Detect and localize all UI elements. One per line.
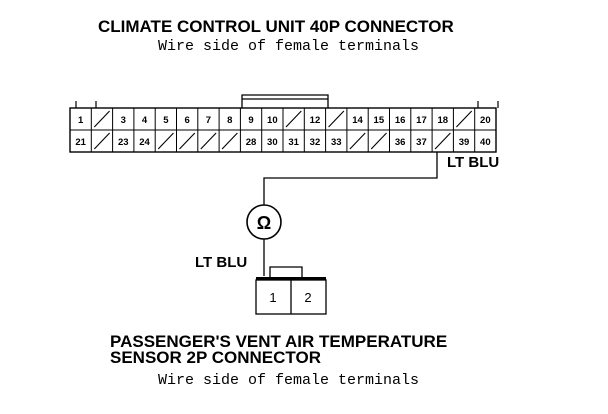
terminal-40: 40: [480, 137, 491, 148]
terminal-32: 32: [310, 137, 321, 148]
terminal-24: 24: [139, 137, 150, 148]
sensor-connector-subtitle: Wire side of female terminals: [158, 372, 420, 389]
terminal-18: 18: [437, 115, 448, 126]
svg-text:20: 20: [480, 115, 491, 126]
svg-text:17: 17: [416, 115, 427, 126]
empty-cavity-row1-13: [328, 110, 345, 128]
terminal-31: 31: [288, 137, 299, 148]
connector-lock: [241, 94, 329, 108]
svg-text:15: 15: [374, 115, 385, 126]
wire-label-upper: LT BLU: [447, 154, 500, 171]
sensor-terminal-1: 1: [269, 290, 276, 305]
empty-cavity-row2-5: [157, 132, 174, 150]
terminal-10: 10: [267, 115, 278, 126]
svg-text:21: 21: [75, 137, 86, 148]
terminal-17: 17: [416, 115, 427, 126]
empty-cavity-row2-2: [93, 132, 110, 150]
svg-text:24: 24: [139, 137, 150, 148]
sensor-2p-connector: 1 2: [255, 266, 327, 315]
terminal-1: 1: [78, 115, 84, 126]
svg-text:9: 9: [248, 115, 253, 126]
empty-cavity-row2-14: [349, 132, 366, 150]
empty-cavity-row2-8: [221, 132, 238, 150]
terminal-16: 16: [395, 115, 406, 126]
terminal-37: 37: [416, 137, 427, 148]
svg-text:39: 39: [459, 137, 470, 148]
empty-cavity-row2-15: [370, 132, 387, 150]
ohmmeter-icon: Ω: [246, 204, 282, 240]
terminal-5: 5: [163, 115, 169, 126]
terminal-23: 23: [118, 137, 129, 148]
svg-text:5: 5: [163, 115, 169, 126]
svg-text:3: 3: [121, 115, 126, 126]
svg-text:37: 37: [416, 137, 427, 148]
svg-text:18: 18: [437, 115, 448, 126]
empty-cavity-row1-11: [285, 110, 302, 128]
svg-text:7: 7: [206, 115, 211, 126]
top-connector-title: CLIMATE CONTROL UNIT 40P CONNECTOR: [98, 17, 454, 36]
terminal-14: 14: [352, 115, 363, 126]
terminal-7: 7: [206, 115, 211, 126]
terminal-3: 3: [121, 115, 126, 126]
terminal-9: 9: [248, 115, 253, 126]
connector-lock-tab: [269, 266, 303, 277]
terminal-36: 36: [395, 137, 406, 148]
terminal-15: 15: [374, 115, 385, 126]
top-connector-subtitle: Wire side of female terminals: [158, 38, 420, 55]
svg-text:30: 30: [267, 137, 278, 148]
connector-ridge: [75, 101, 499, 108]
empty-cavity-row1-19: [456, 110, 473, 128]
svg-text:23: 23: [118, 137, 129, 148]
svg-text:12: 12: [310, 115, 321, 126]
sensor-connector-title-line1: PASSENGER'S VENT AIR TEMPERATURE: [110, 332, 448, 351]
svg-text:1: 1: [78, 115, 84, 126]
svg-text:8: 8: [227, 115, 232, 126]
terminal-39: 39: [459, 137, 470, 148]
empty-cavity-row2-18: [434, 132, 451, 150]
wire-lt-blu-upper: [263, 152, 438, 205]
wire-label-lower: LT BLU: [195, 254, 248, 271]
sensor-connector-title-line2: SENSOR 2P CONNECTOR: [110, 348, 321, 367]
terminal-12: 12: [310, 115, 321, 126]
terminal-30: 30: [267, 137, 278, 148]
terminal-6: 6: [185, 115, 190, 126]
svg-text:14: 14: [352, 115, 363, 126]
svg-text:28: 28: [246, 137, 257, 148]
terminal-21: 21: [75, 137, 86, 148]
svg-text:16: 16: [395, 115, 406, 126]
svg-text:31: 31: [288, 137, 299, 148]
terminal-8: 8: [227, 115, 232, 126]
terminal-20: 20: [480, 115, 491, 126]
climate-control-unit-connector: 1 3 4 5 6 7 8 9 10 12 14 15 16 17 18 20 21 23 24 28 30 31 32 33…: [69, 94, 499, 153]
terminal-28: 28: [246, 137, 257, 148]
svg-text:32: 32: [310, 137, 321, 148]
svg-text:36: 36: [395, 137, 406, 148]
empty-cavity-row2-6: [179, 132, 196, 150]
terminal-4: 4: [142, 115, 148, 126]
svg-text:10: 10: [267, 115, 278, 126]
svg-text:40: 40: [480, 137, 491, 148]
terminal-33: 33: [331, 137, 342, 148]
empty-cavity-row1-2: [93, 110, 110, 128]
svg-text:4: 4: [142, 115, 148, 126]
empty-cavity-row2-7: [200, 132, 217, 150]
sensor-terminal-2: 2: [304, 290, 311, 305]
svg-text:6: 6: [185, 115, 190, 126]
svg-text:33: 33: [331, 137, 342, 148]
ohm-symbol: Ω: [257, 213, 271, 233]
